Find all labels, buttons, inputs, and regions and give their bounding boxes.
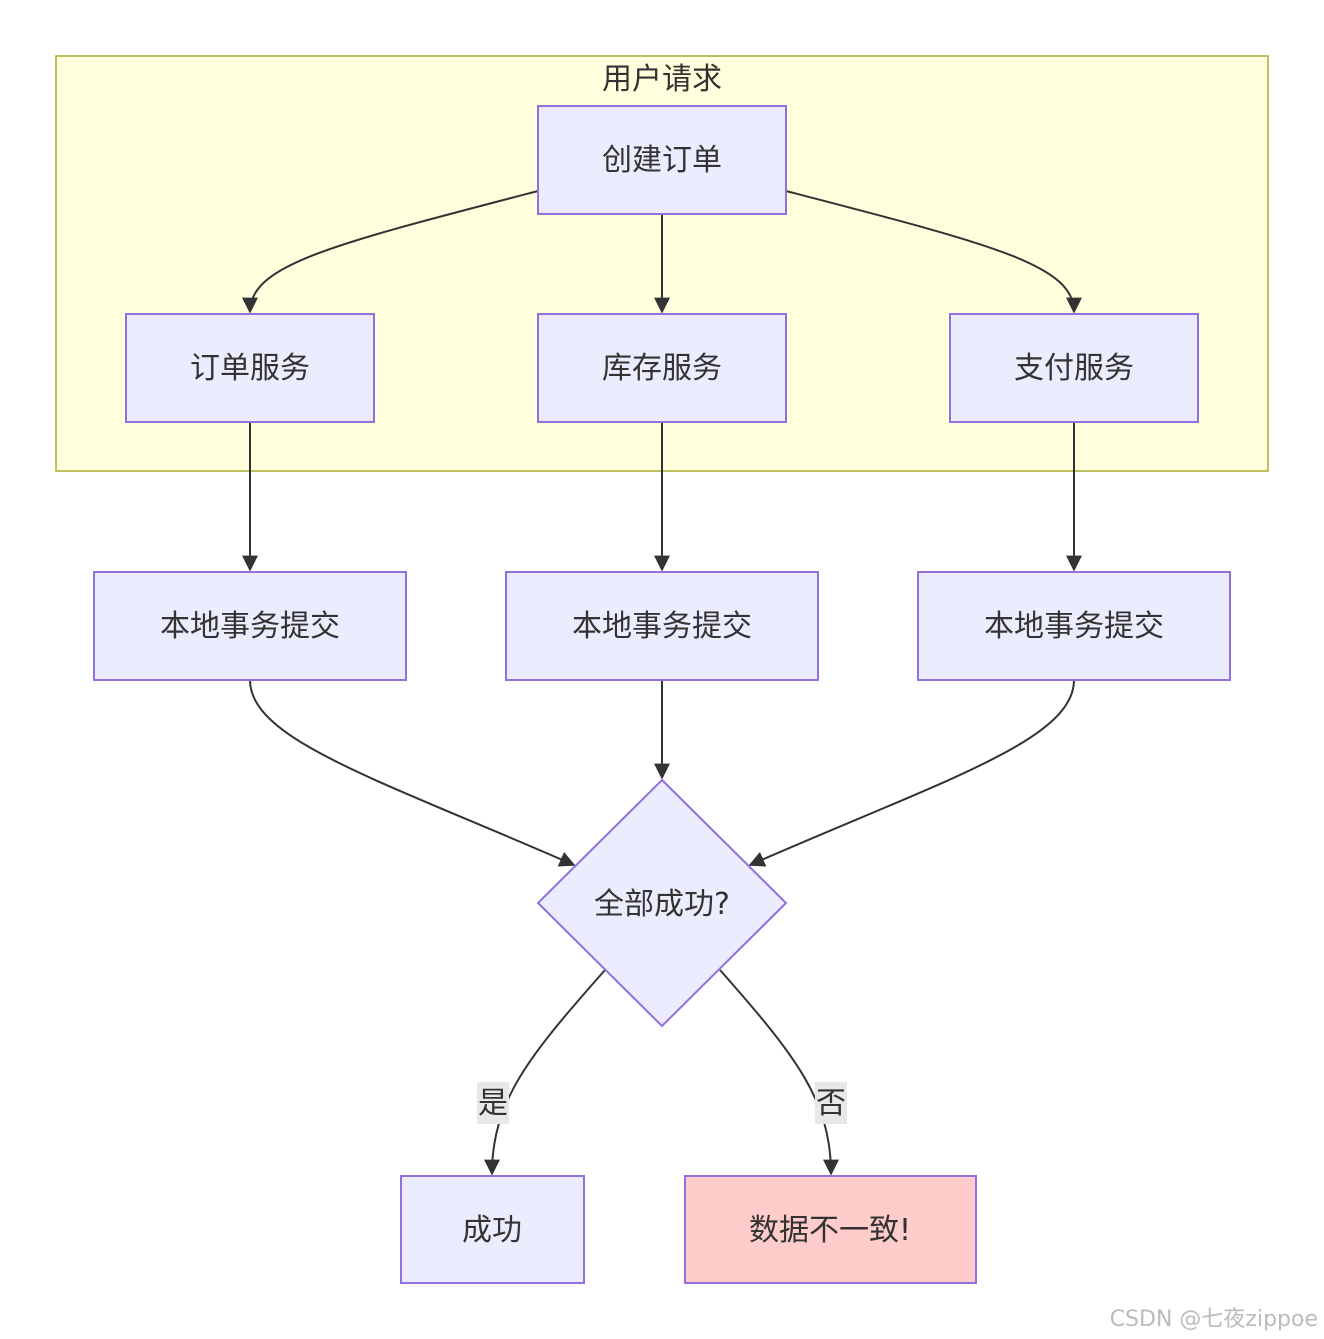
edge-label-no-text: 否 — [816, 1086, 846, 1121]
node-inconsistent-label: 数据不一致! — [749, 1213, 911, 1248]
node-commit-3[interactable]: 本地事务提交 — [917, 571, 1231, 681]
node-commit-3-label: 本地事务提交 — [984, 609, 1164, 644]
edge-label-yes-text: 是 — [478, 1086, 508, 1121]
node-commit-3-box — [917, 571, 1231, 681]
edges — [242, 190, 1082, 1176]
node-payment-service-box — [949, 313, 1199, 423]
node-inventory-service-label: 库存服务 — [602, 351, 722, 386]
node-success[interactable]: 成功 — [400, 1175, 585, 1284]
edge-commit3-to-decision — [748, 679, 1075, 867]
edge-decision-to-inconsistent — [719, 969, 839, 1176]
node-decision-diamond — [536, 778, 788, 1028]
node-commit-2-box — [505, 571, 819, 681]
node-create-order-label: 创建订单 — [602, 143, 722, 178]
node-order-service[interactable]: 订单服务 — [125, 313, 375, 423]
node-commit-1[interactable]: 本地事务提交 — [93, 571, 407, 681]
edge-decision-to-success — [484, 969, 606, 1176]
node-commit-2-label: 本地事务提交 — [572, 609, 752, 644]
edge-commit1-to-decision — [249, 679, 576, 867]
node-decision[interactable]: 全部成功? — [536, 778, 788, 1028]
node-inconsistent-box — [684, 1175, 977, 1284]
node-create-order[interactable]: 创建订单 — [537, 105, 787, 215]
node-inventory-service[interactable]: 库存服务 — [537, 313, 787, 423]
node-success-box — [400, 1175, 585, 1284]
watermark: CSDN @七夜zippoe — [1110, 1307, 1318, 1332]
edge-label-no: 否 — [815, 1082, 847, 1124]
node-commit-1-box — [93, 571, 407, 681]
node-decision-label: 全部成功? — [594, 887, 730, 922]
node-inventory-service-box — [537, 313, 787, 423]
node-success-label: 成功 — [462, 1213, 522, 1248]
node-commit-2[interactable]: 本地事务提交 — [505, 571, 819, 681]
edge-create-to-payment — [785, 190, 1082, 314]
node-inconsistent[interactable]: 数据不一致! — [684, 1175, 977, 1284]
node-commit-1-label: 本地事务提交 — [160, 609, 340, 644]
node-order-service-box — [125, 313, 375, 423]
node-payment-service-label: 支付服务 — [1014, 351, 1134, 386]
edge-label-yes: 是 — [477, 1082, 509, 1124]
edge-create-to-order — [242, 190, 539, 314]
node-create-order-box — [537, 105, 787, 215]
node-order-service-label: 订单服务 — [190, 351, 310, 386]
cluster-label: 用户请求 — [602, 62, 722, 97]
node-payment-service[interactable]: 支付服务 — [949, 313, 1199, 423]
